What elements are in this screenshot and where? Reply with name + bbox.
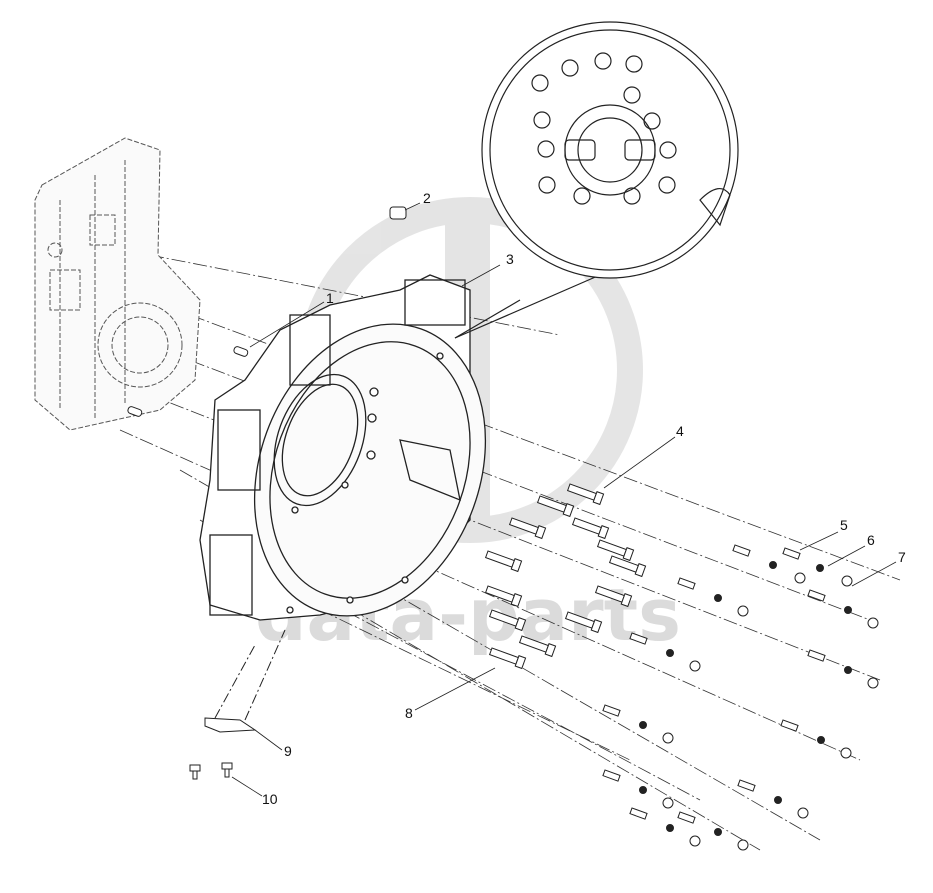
- callout-5: 5: [840, 517, 848, 533]
- cover-plate: [204, 629, 286, 733]
- callouts: 1 2 3 4 5 6 7 8 9 10: [262, 190, 906, 807]
- cover-screws: [189, 762, 233, 780]
- callout-2: 2: [423, 190, 431, 206]
- callout-8: 8: [405, 705, 413, 721]
- callout-6: 6: [867, 532, 875, 548]
- callout-7: 7: [898, 549, 906, 565]
- callout-9: 9: [284, 743, 292, 759]
- detail-view: [454, 21, 739, 339]
- leader-lines: [231, 202, 897, 797]
- housing-bolts: [484, 483, 647, 670]
- detail-bolt-holes: [531, 52, 677, 205]
- callout-3: 3: [506, 251, 514, 267]
- callout-1: 1: [326, 290, 334, 306]
- engine-block: [34, 137, 201, 431]
- plug: [389, 206, 407, 220]
- flywheel-housing: [199, 274, 487, 621]
- stud-washer-nut-sets: [602, 544, 879, 851]
- callout-10: 10: [262, 791, 278, 807]
- dowel-pins: [127, 346, 249, 417]
- callout-4: 4: [676, 423, 684, 439]
